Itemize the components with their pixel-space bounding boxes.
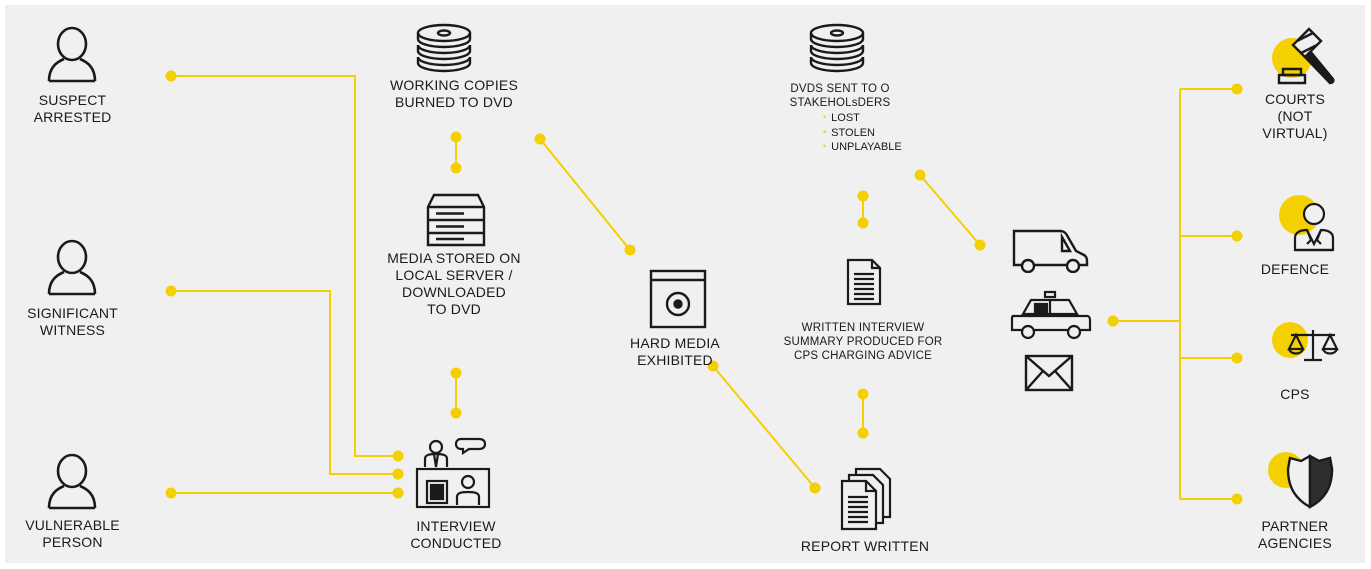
issue-item: LOST: [823, 111, 902, 126]
cps-label: CPS: [1280, 386, 1310, 402]
dvds-sent-issues-list: LOST STOLEN UNPLAYABLE: [823, 111, 902, 155]
issue-item: UNPLAYABLE: [823, 140, 902, 155]
person-icon: [47, 26, 97, 83]
gavel-icon: [1277, 27, 1335, 85]
interview-room-icon: [415, 437, 491, 509]
scales-icon: [1287, 330, 1339, 362]
dvd-stack-icon: [416, 23, 472, 73]
documents-stack-icon: [840, 467, 892, 531]
issue-item: STOLEN: [823, 126, 902, 141]
defence-label: DEFENCE: [1260, 261, 1330, 277]
connector-dots: [165, 38, 1319, 505]
connector-copies-hardmedia: [539, 138, 631, 251]
connector-hardmedia-report: [712, 365, 816, 489]
van-icon: [1012, 229, 1089, 273]
report-label: REPORT WRITTEN: [800, 538, 930, 554]
envelope-icon: [1024, 354, 1074, 392]
police-car-icon: [1010, 290, 1092, 340]
connector-suspect-interview: [171, 75, 398, 457]
person-icon: [47, 239, 97, 296]
shield-icon: [1286, 453, 1334, 509]
server-icon: [426, 193, 486, 247]
connector-witness-interview: [171, 290, 398, 475]
connector-dvds-transport: [919, 174, 981, 246]
lawyer-icon: [1293, 202, 1335, 252]
document-icon: [846, 258, 882, 306]
dvd-stack-icon: [809, 23, 865, 73]
person-icon: [47, 453, 97, 510]
dvd-case-icon: [649, 269, 707, 329]
